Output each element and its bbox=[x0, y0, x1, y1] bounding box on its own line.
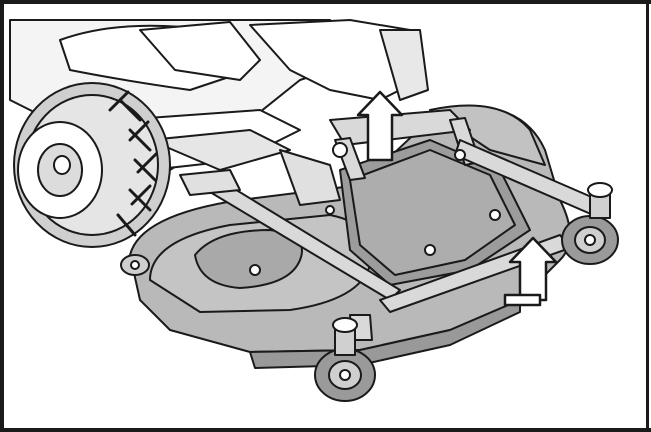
front-wheel-left bbox=[314, 317, 376, 402]
linkage-parts bbox=[179, 142, 501, 276]
side-roller bbox=[120, 254, 150, 276]
mower-deck bbox=[129, 104, 571, 369]
frame-border-top bbox=[0, 0, 651, 4]
front-wheel-right bbox=[561, 182, 619, 265]
frame-border-left bbox=[0, 0, 4, 432]
lift-arrow-up-down bbox=[503, 236, 558, 307]
rear-wheel bbox=[13, 82, 171, 248]
frame-border-right bbox=[646, 0, 649, 432]
lift-arrow-up bbox=[356, 90, 404, 162]
frame-border-bottom bbox=[0, 428, 651, 432]
